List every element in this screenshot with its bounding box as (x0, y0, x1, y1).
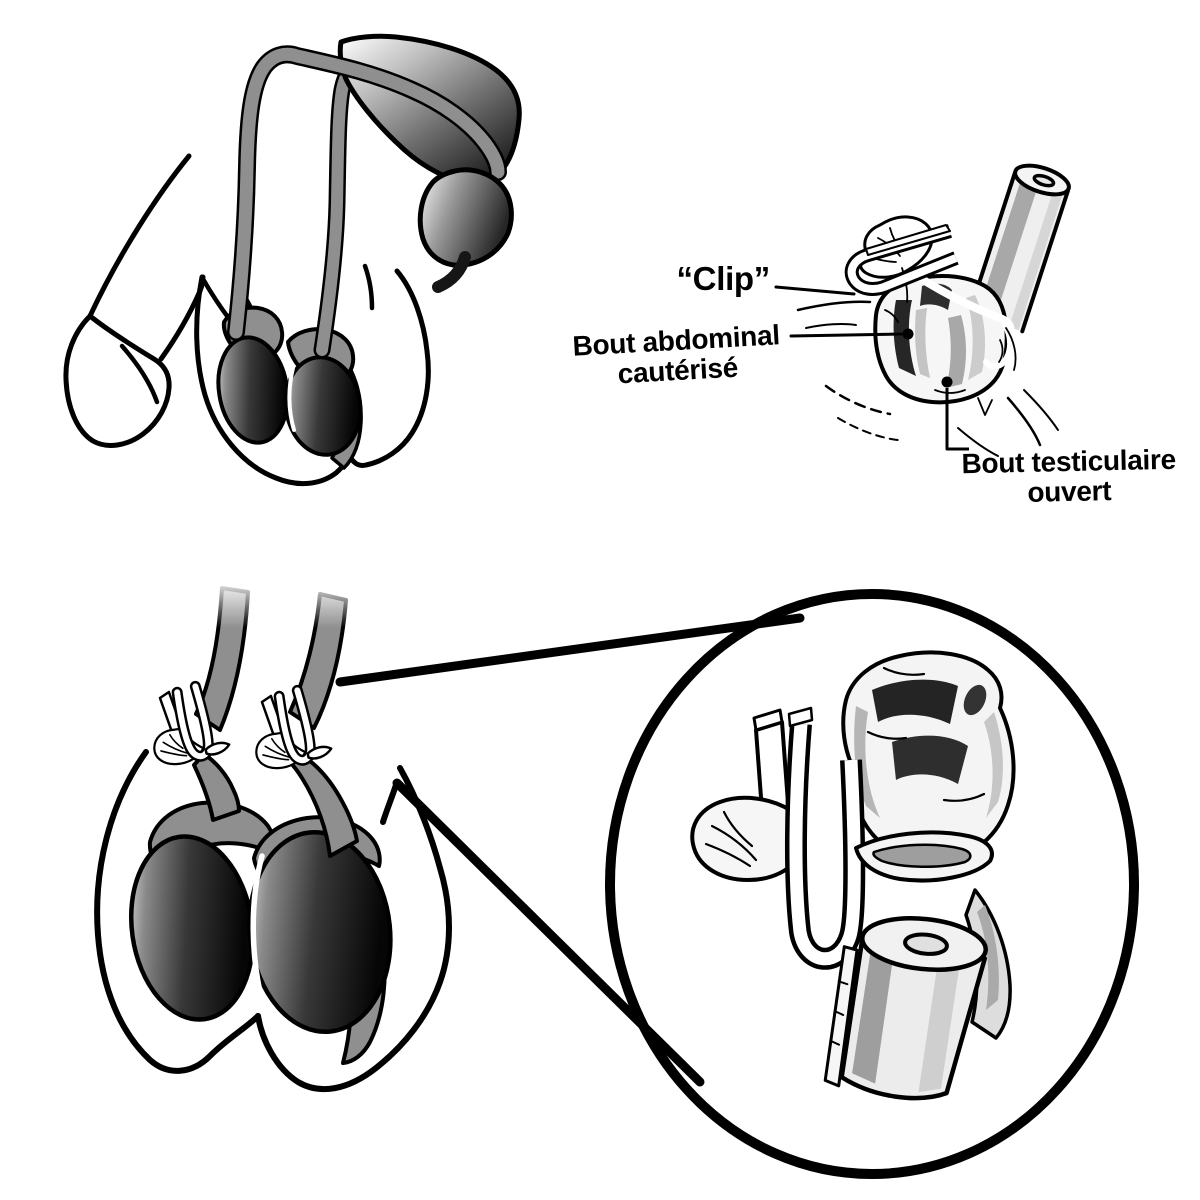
callout-dot-abdominal (902, 328, 914, 340)
urethra (432, 251, 471, 293)
tube-fade-overlay (195, 578, 360, 628)
surgical-clip (844, 224, 959, 296)
clip-label: “Clip” (676, 260, 770, 297)
magnified-vas-stump (690, 795, 802, 882)
leader-line-testicular (945, 388, 969, 451)
magnified-clip (784, 706, 866, 970)
testicle-highlight (287, 366, 296, 432)
anatomy-overview-illustration (63, 33, 522, 487)
magnifier-line-lower (392, 778, 705, 1087)
scrotum-inner-line (362, 263, 375, 311)
penis-shaft-outline (87, 153, 192, 319)
penis-ventral-outline (158, 274, 206, 362)
leader-line-clip (774, 285, 856, 296)
magnified-view (690, 650, 1016, 1101)
scrotum-with-clips-illustration (94, 578, 452, 1093)
penis-corona-line (119, 343, 160, 405)
magnified-oval-fold (854, 830, 994, 883)
prostate (417, 167, 514, 268)
scrotum-outline-left (94, 749, 261, 1074)
callout-dot-testicular (941, 376, 953, 388)
wrinkle-lines (884, 309, 1017, 416)
vas-lumen-opening (1032, 173, 1056, 188)
testicle-right (283, 355, 363, 457)
leader-line-abdominal (789, 332, 903, 338)
sheath-shading (854, 679, 1003, 818)
testicle-right (247, 830, 393, 1034)
vas-deferens-left (227, 45, 507, 341)
vas-lower-right (286, 756, 359, 858)
testicular-end-label: Bout testiculaire ouvert (961, 443, 1177, 508)
magnified-vas-cylinder (823, 916, 988, 1101)
vas-occlusion-detail-illustration (774, 163, 1071, 457)
stump-vein-lines (704, 810, 758, 868)
scrotum-inner-right-line (380, 779, 400, 825)
fascia-strands (899, 263, 1015, 370)
vas-lower-left (192, 752, 241, 822)
penis-glans-outline (63, 313, 172, 448)
magnifier-line-upper (335, 613, 805, 687)
testicle-highlight (250, 853, 267, 1011)
magnifier-callout (335, 589, 1139, 1179)
testicle-left (128, 834, 256, 1022)
magnified-vas-lumen (903, 932, 949, 956)
sheath-behind-band (977, 905, 999, 1010)
skin-sketch-lines (796, 300, 1059, 457)
vas-cylinder (967, 163, 1071, 334)
sheath-wrinkles (866, 666, 986, 802)
vas-deferens-right (313, 55, 375, 359)
scrotum-outline-right (255, 765, 452, 1093)
